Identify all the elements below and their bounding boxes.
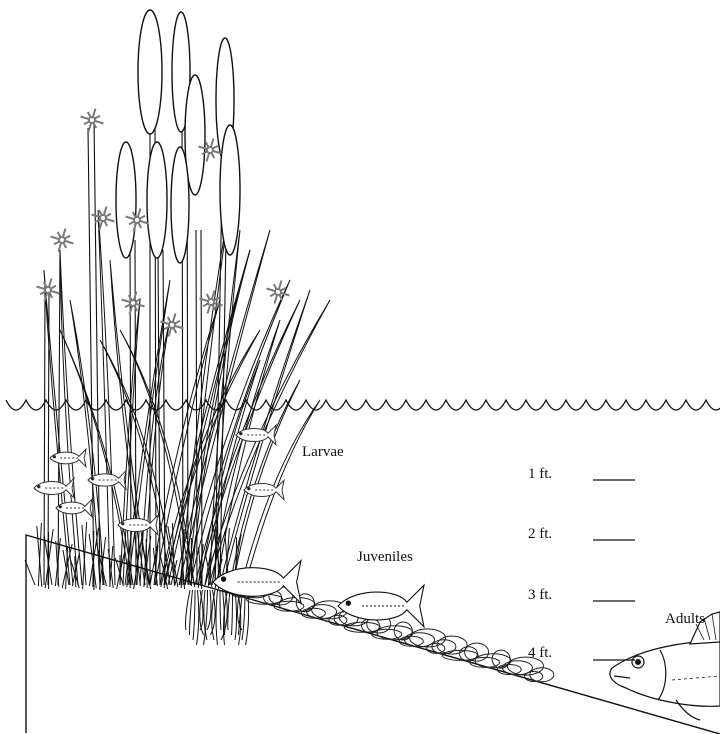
flower-center bbox=[45, 287, 51, 293]
grass-blade bbox=[195, 300, 300, 585]
flower-center bbox=[89, 117, 95, 123]
fish-eye bbox=[248, 487, 250, 489]
root-strand bbox=[197, 590, 199, 645]
root-strand bbox=[220, 590, 221, 630]
flower-center bbox=[59, 237, 65, 243]
root-strand bbox=[193, 590, 195, 640]
depth-scale: 1 ft. 2 ft. 3 ft. 4 ft. bbox=[528, 466, 635, 661]
depth-label-3: 3 ft. bbox=[528, 587, 552, 603]
fish-eye bbox=[122, 522, 124, 524]
root-strand bbox=[212, 590, 215, 640]
grass-tuft bbox=[45, 529, 53, 588]
fish-eye bbox=[38, 485, 40, 487]
grass-blade bbox=[98, 210, 115, 585]
depth-label-4: 4 ft. bbox=[528, 645, 552, 661]
fish-eye bbox=[91, 478, 93, 480]
flower-center bbox=[100, 215, 106, 221]
fish-eye bbox=[221, 577, 225, 581]
fish-eye bbox=[53, 456, 55, 458]
fish-eye bbox=[346, 601, 350, 605]
root-strand bbox=[235, 590, 237, 640]
root-strand bbox=[190, 590, 193, 635]
juvenile-fish bbox=[338, 585, 424, 627]
flower-center bbox=[134, 217, 140, 223]
label-larvae: Larvae bbox=[302, 444, 344, 460]
depth-label-1: 1 ft. bbox=[528, 466, 552, 482]
root-strand bbox=[228, 590, 230, 630]
flower-center bbox=[130, 300, 136, 306]
fish-eye bbox=[59, 506, 61, 508]
label-adults: Adults bbox=[665, 611, 705, 627]
fish-eye bbox=[240, 432, 242, 434]
label-juveniles: Juveniles bbox=[357, 549, 413, 565]
adult-fish bbox=[610, 612, 720, 720]
flower-center bbox=[275, 289, 281, 295]
flower-center bbox=[208, 299, 214, 305]
grass-blade bbox=[175, 230, 270, 585]
water-surface bbox=[6, 400, 720, 410]
root-strand bbox=[216, 590, 218, 645]
flower-center bbox=[169, 322, 175, 328]
depth-label-2: 2 ft. bbox=[528, 526, 552, 542]
grass-blade bbox=[60, 250, 82, 585]
flower-center bbox=[207, 147, 213, 153]
root-strand bbox=[232, 590, 233, 635]
